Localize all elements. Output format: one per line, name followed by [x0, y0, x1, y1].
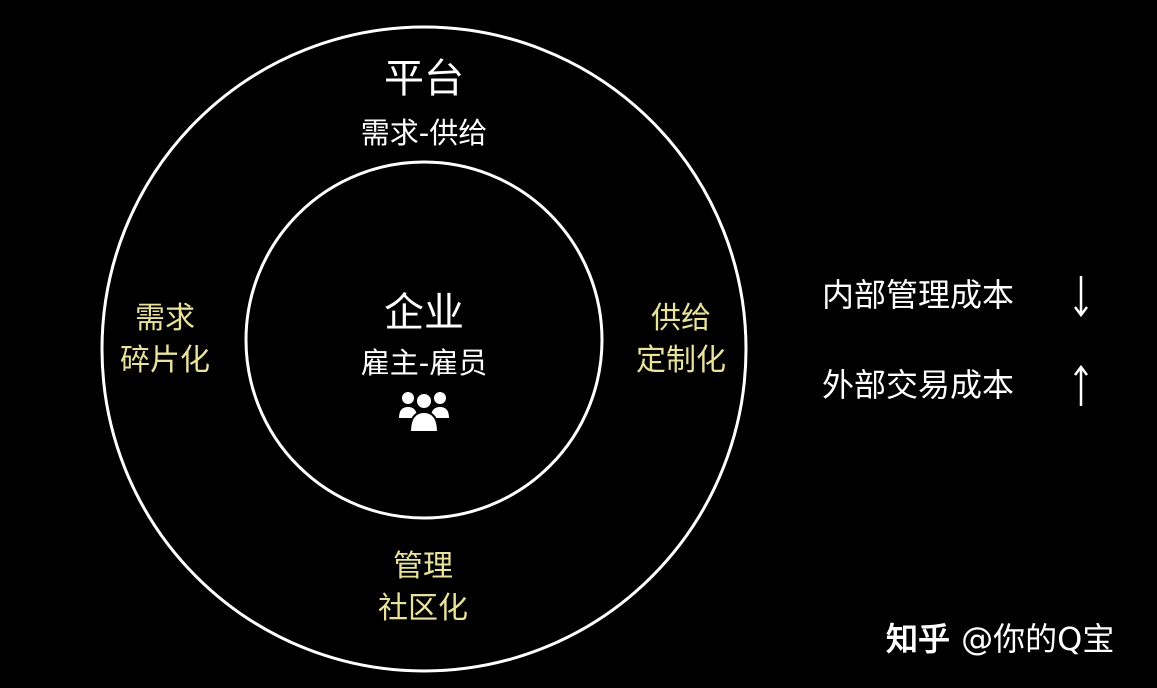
- management-label-line2: 社区化: [378, 591, 468, 626]
- watermark-brand: 知乎: [886, 620, 951, 658]
- supply-label-line1: 供给: [651, 301, 711, 336]
- zhihu-watermark: 知乎 @你的Q宝: [886, 614, 1114, 660]
- demand-fragmented-label: 需求 碎片化: [90, 298, 240, 382]
- outer-circle-platform: [100, 25, 748, 673]
- inner-circle-enterprise: [244, 160, 604, 520]
- supply-customized-label: 供给 定制化: [606, 298, 756, 382]
- enterprise-title: 企业: [384, 290, 464, 336]
- platform-title: 平台: [384, 56, 464, 102]
- internal-cost-label: 内部管理成本: [822, 276, 1015, 314]
- watermark-handle: @你的Q宝: [961, 620, 1115, 658]
- demand-label-line1: 需求: [135, 301, 195, 336]
- supply-label-line2: 定制化: [636, 343, 726, 378]
- arrow-down-icon: [1074, 276, 1088, 318]
- management-community-label: 管理 社区化: [348, 546, 498, 630]
- enterprise-subtitle: 雇主-雇员: [360, 346, 488, 380]
- external-cost-label: 外部交易成本: [822, 366, 1015, 404]
- demand-label-line2: 碎片化: [120, 343, 210, 378]
- platform-subtitle: 需求-供给: [360, 116, 488, 150]
- arrow-up-icon: [1074, 364, 1088, 406]
- management-label-line1: 管理: [393, 549, 453, 584]
- people-group-icon: [399, 392, 449, 433]
